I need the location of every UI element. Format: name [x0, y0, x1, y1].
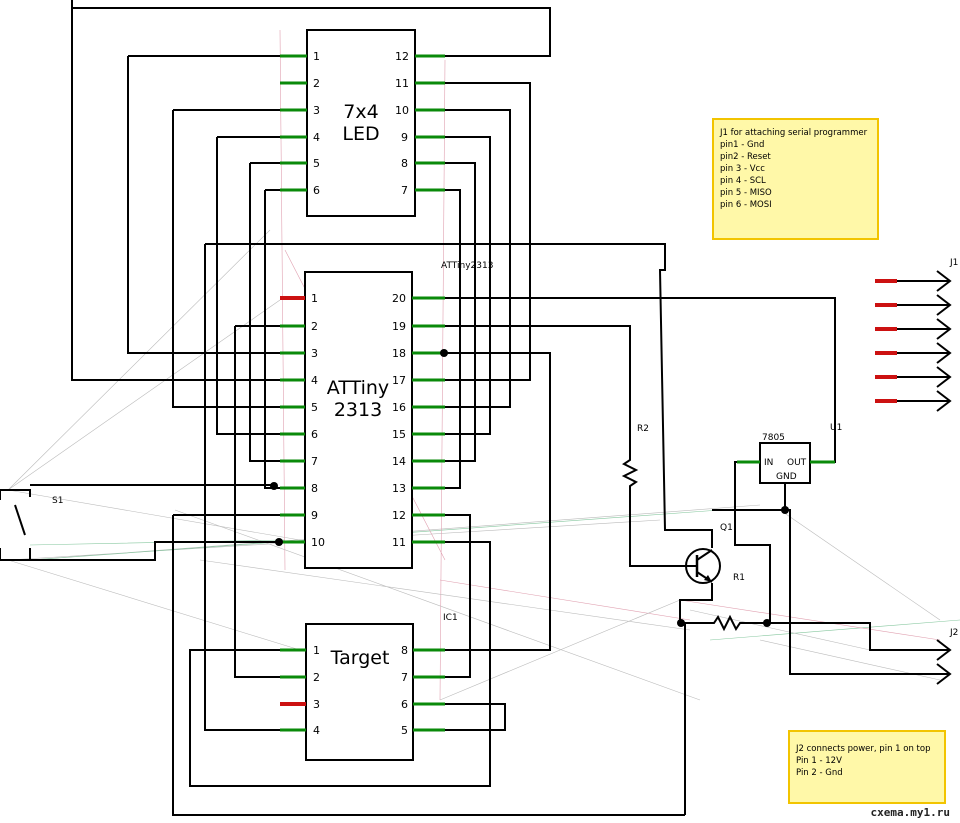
target-pin: 3	[313, 698, 320, 711]
r2-label: R2	[637, 424, 649, 434]
note-line: Pin 2 - Gnd	[796, 768, 843, 778]
wires	[0, 0, 920, 816]
led-pin: 10	[395, 104, 409, 117]
target-pin: 8	[401, 644, 408, 657]
u1-label: U1	[830, 423, 842, 433]
led-display-chip: 7x4 LED 1 2 3 4 5 6 12 11 10 9 8 7	[280, 29, 445, 217]
attiny-pin: 3	[311, 347, 318, 360]
attiny-title-2: 2313	[334, 399, 382, 421]
attiny-pin: 14	[392, 455, 406, 468]
watermark: cxema.my1.ru	[870, 806, 950, 819]
attiny-label: ATTiny2313	[441, 261, 493, 271]
q1-transistor	[685, 548, 721, 584]
r2-resistor	[621, 450, 639, 490]
attiny-pin: 16	[392, 401, 406, 414]
led-pin: 11	[395, 77, 409, 90]
led-pin: 6	[313, 184, 320, 197]
r1-label: R1	[733, 573, 745, 583]
note-line: pin 6 - MOSI	[720, 200, 772, 210]
attiny-pin: 13	[392, 482, 406, 495]
attiny-pin: 4	[311, 374, 318, 387]
attiny-pin: 17	[392, 374, 406, 387]
j1-label: J1	[949, 258, 958, 268]
led-title-1: 7x4	[343, 101, 378, 123]
led-pin: 5	[313, 157, 320, 170]
target-pin: 1	[313, 644, 320, 657]
led-pin: 12	[395, 50, 409, 63]
r1-resistor	[710, 614, 742, 632]
led-pin: 4	[313, 131, 320, 144]
note-line: J2 connects power, pin 1 on top	[796, 744, 931, 754]
target-pin: 4	[313, 724, 320, 737]
attiny-pin: 8	[311, 482, 318, 495]
attiny-pin: 15	[392, 428, 406, 441]
attiny-pin: 20	[392, 292, 406, 305]
led-pin: 3	[313, 104, 320, 117]
j2-connector	[875, 639, 952, 685]
led-pin: 1	[313, 50, 320, 63]
reg-out-label: OUT	[787, 458, 807, 468]
led-pin: 2	[313, 77, 320, 90]
note-line: Pin 1 - 12V	[796, 756, 842, 766]
attiny-pin: 2	[311, 320, 318, 333]
reg-in-label: IN	[764, 458, 773, 468]
target-pin: 2	[313, 671, 320, 684]
led-pin: 7	[401, 184, 408, 197]
attiny-pin: 1	[311, 292, 318, 305]
j2-note: J2 connects power, pin 1 on top Pin 1 - …	[788, 730, 946, 804]
target-chip: Target 1 2 3 4 8 7 6 5	[280, 623, 445, 761]
note-line: pin2 - Reset	[720, 152, 771, 162]
attiny-pin: 6	[311, 428, 318, 441]
reg-label: 7805	[762, 433, 785, 443]
ic1-label: IC1	[443, 613, 458, 623]
note-line: J1 for attaching serial programmer	[720, 128, 868, 138]
attiny-pin: 10	[311, 536, 325, 549]
s1-label: S1	[52, 496, 63, 506]
attiny-pin: 12	[392, 509, 406, 522]
attiny-pin: 9	[311, 509, 318, 522]
led-pin: 8	[401, 157, 408, 170]
target-title: Target	[330, 647, 390, 669]
attiny-title-1: ATTiny	[327, 377, 389, 399]
reg-gnd-label: GND	[776, 472, 797, 482]
note-line: pin 4 - SCL	[720, 176, 766, 186]
q1-label: Q1	[720, 523, 733, 533]
note-line: pin 5 - MISO	[720, 188, 772, 198]
attiny-pin: 7	[311, 455, 318, 468]
j2-label: J2	[949, 628, 958, 638]
attiny-pin: 19	[392, 320, 406, 333]
led-pin: 9	[401, 131, 408, 144]
target-pin: 6	[401, 698, 408, 711]
j1-note: J1 for attaching serial programmer pin1 …	[712, 118, 879, 240]
led-title-2: LED	[342, 123, 379, 145]
note-line: pin 3 - Vcc	[720, 164, 765, 174]
attiny2313-chip: ATTiny 2313 1 2 3 4 5 6 7 8 9 10 20 19 1…	[280, 271, 445, 569]
attiny-pin: 18	[392, 347, 406, 360]
junction-dots	[270, 349, 789, 627]
u1-regulator	[737, 442, 835, 484]
j1-connector	[875, 270, 952, 412]
attiny-pin: 5	[311, 401, 318, 414]
target-pin: 7	[401, 671, 408, 684]
attiny-pin: 11	[392, 536, 406, 549]
note-line: pin1 - Gnd	[720, 140, 765, 150]
target-pin: 5	[401, 724, 408, 737]
